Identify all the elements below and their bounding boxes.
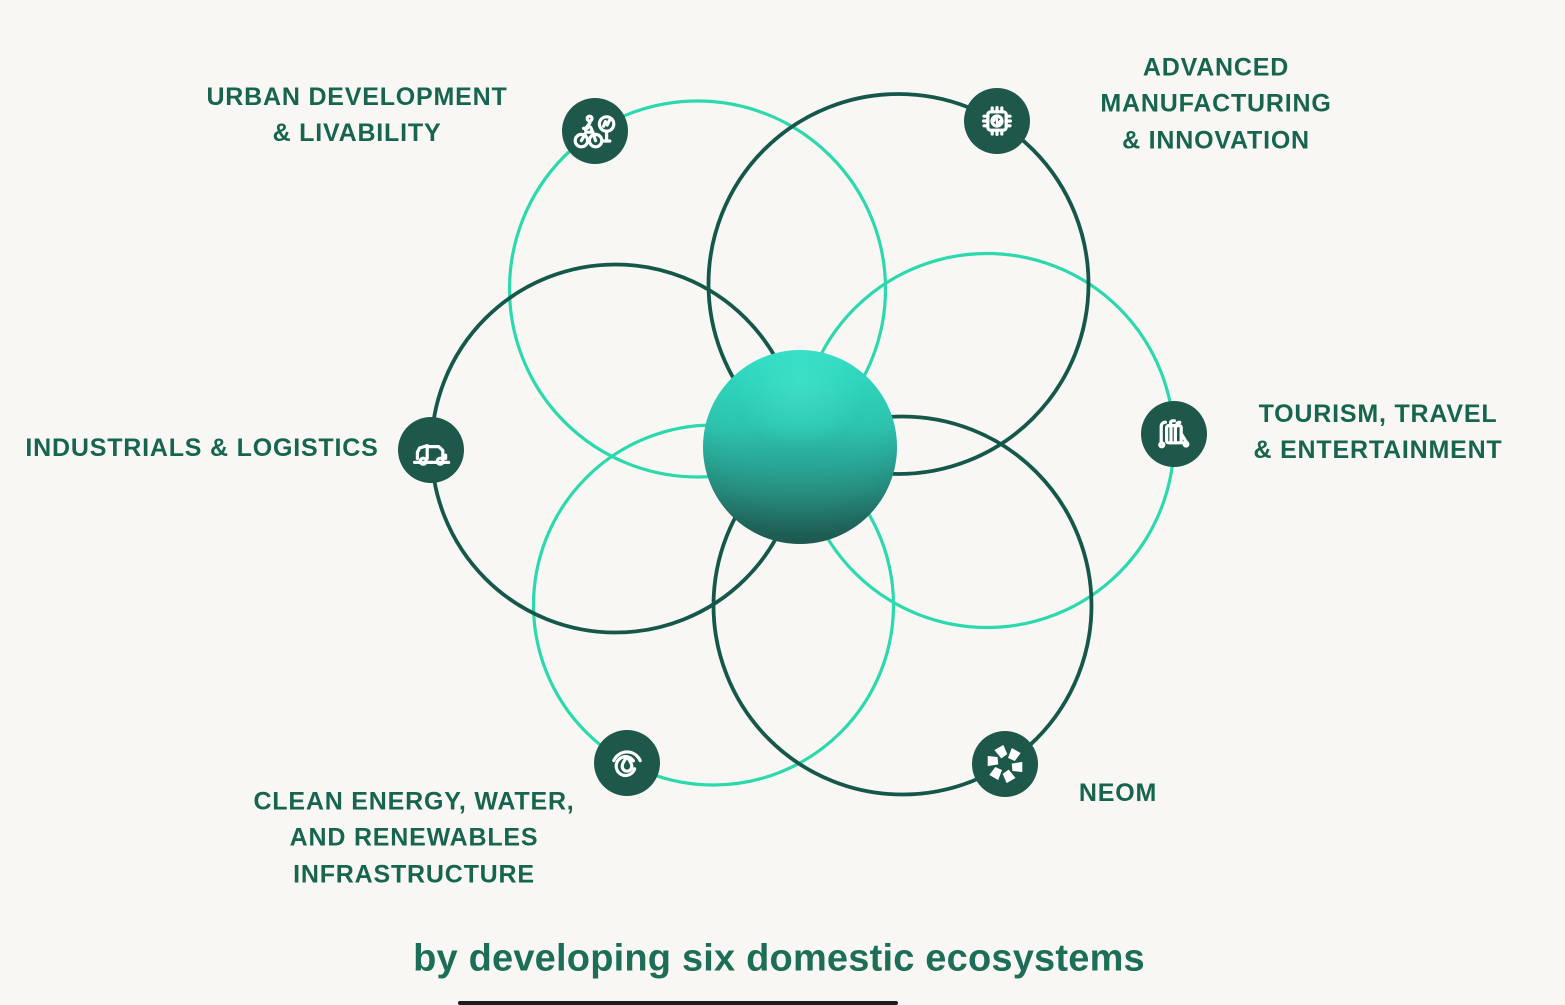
label-line: & ENTERTAINMENT (1253, 436, 1503, 464)
center-sphere-shading (703, 350, 897, 544)
caption-six-domestic-ecosystems: by developing six domestic ecosystems (413, 937, 1145, 980)
label-line: INFRASTRUCTURE (293, 860, 535, 889)
label-line: TOURISM, TRAVEL (1258, 399, 1498, 428)
label-tourism-travel: TOURISM, TRAVEL & ENTERTAINMENT (1253, 396, 1502, 469)
label-line: INDUSTRIALS & LOGISTICS (25, 433, 379, 462)
neom-flower-icon (986, 743, 1024, 785)
label-industrials-logistics: INDUSTRIALS & LOGISTICS (25, 430, 378, 466)
ring-urban-development (507, 99, 888, 479)
label-line: NEOM (1078, 778, 1158, 807)
label-urban-development: URBAN DEVELOPMENT & LIVABILITY (206, 79, 507, 152)
badge-neom (972, 731, 1038, 797)
badge-tourism-travel (1141, 401, 1207, 467)
label-line: CLEAN ENERGY, WATER, (253, 787, 575, 816)
badge-industrials-logistics (398, 417, 464, 483)
truck-icon (413, 444, 451, 466)
label-neom: NEOM (1079, 775, 1157, 811)
badge-urban-development (562, 98, 628, 164)
label-advanced-manufacturing: ADVANCED MANUFACTURING & INNOVATION (1100, 50, 1331, 159)
badge-advanced-manufacturing (964, 88, 1030, 154)
ring-advanced-manufacturing (706, 92, 1091, 476)
label-line: AND RENEWABLES (289, 823, 539, 852)
chip-brain-icon (982, 106, 1012, 136)
bottom-edge-bar (458, 1001, 898, 1005)
badge-clean-energy (594, 730, 660, 796)
label-line: ADVANCED (1142, 53, 1290, 82)
bicycle-and-tree-icon (573, 114, 616, 149)
luggage-cart-icon (1158, 419, 1190, 449)
label-line: & INNOVATION (1122, 126, 1310, 155)
label-line: URBAN DEVELOPMENT (206, 82, 508, 111)
label-line: & LIVABILITY (272, 119, 442, 147)
ring-neom (711, 414, 1094, 797)
label-clean-energy: CLEAN ENERGY, WATER, AND RENEWABLES INFR… (253, 784, 574, 893)
water-drop-icon (612, 750, 642, 778)
label-line: MANUFACTURING (1100, 89, 1332, 118)
